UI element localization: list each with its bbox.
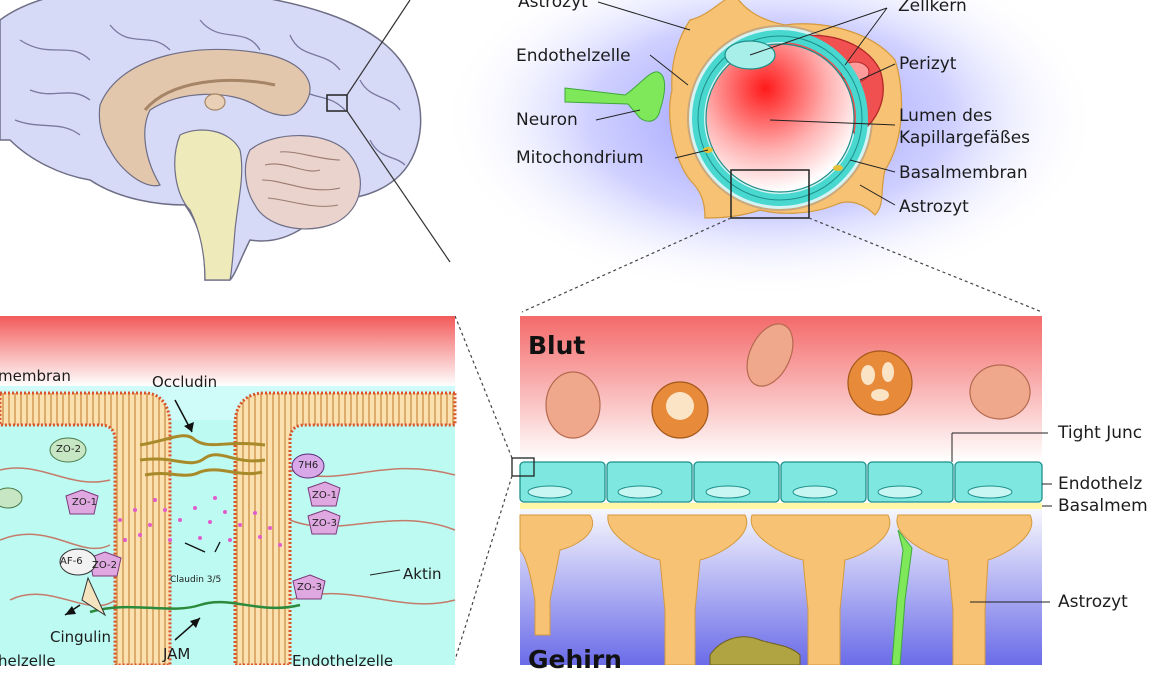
label-perizyt: Perizyt — [899, 54, 957, 74]
label-aktin: Aktin — [403, 565, 442, 583]
label-neuron: Neuron — [516, 110, 578, 130]
label-occludin: Occludin — [152, 373, 218, 391]
label-membran: membran — [0, 367, 71, 385]
protein-7h6: 7H6 — [298, 460, 319, 471]
red-blood-cell — [545, 371, 601, 439]
label-lumen-line1: Lumen des — [899, 106, 993, 126]
label-basalmembran-br: Basalmem — [1058, 496, 1148, 516]
barrier-cross-section — [454, 315, 1052, 665]
white-blood-cell — [847, 350, 913, 416]
label-mitochondrium: Mitochondrium — [516, 148, 644, 168]
label-astrozyt-top: Astrozyt — [518, 0, 588, 12]
protein-af6: AF-6 — [60, 556, 83, 567]
label-endothelzelle-br: Endothelz — [1058, 474, 1143, 494]
label-tight-junction: Tight Junc — [1058, 423, 1143, 443]
protein-zo1-right: ZO-1 — [312, 490, 337, 501]
label-blut: Blut — [528, 331, 586, 360]
protein-zo1-left: ZO-1 — [72, 497, 97, 508]
label-basalmembran: Basalmembran — [899, 163, 1028, 183]
brain-sagittal-view — [0, 0, 451, 281]
red-blood-cell — [969, 364, 1031, 420]
label-astrozyt: Astrozyt — [899, 197, 969, 217]
label-jam: JAM — [163, 645, 191, 663]
label-claudin: Claudin 3/5 — [170, 575, 222, 585]
label-lumen-line2: Kapillargefäßes — [899, 128, 1031, 148]
endothelial-cell-row — [519, 461, 1043, 503]
label-endothelzelle-bl: Endothelzelle — [292, 652, 394, 670]
tight-junction-detail — [0, 316, 457, 665]
astrocyte-end-feet — [519, 514, 1033, 665]
protein-zo2-left: ZO-2 — [56, 444, 81, 455]
label-zellkern: Zellkern — [898, 0, 967, 16]
capillary-cross-section — [440, 0, 1100, 313]
label-gehirn: Gehirn — [528, 645, 622, 674]
protein-zo3-lower: ZO-3 — [297, 582, 322, 593]
red-blood-cell — [746, 323, 794, 387]
label-endothelzelle: Endothelzelle — [516, 46, 631, 66]
protein-zo3-right: ZO-3 — [312, 518, 337, 529]
label-endothelzelle-left: helzelle — [0, 652, 56, 670]
label-astrozyt-br: Astrozyt — [1058, 592, 1128, 612]
protein-zo2-lower: ZO-2 — [92, 560, 117, 571]
label-cingulin: Cingulin — [50, 628, 112, 646]
